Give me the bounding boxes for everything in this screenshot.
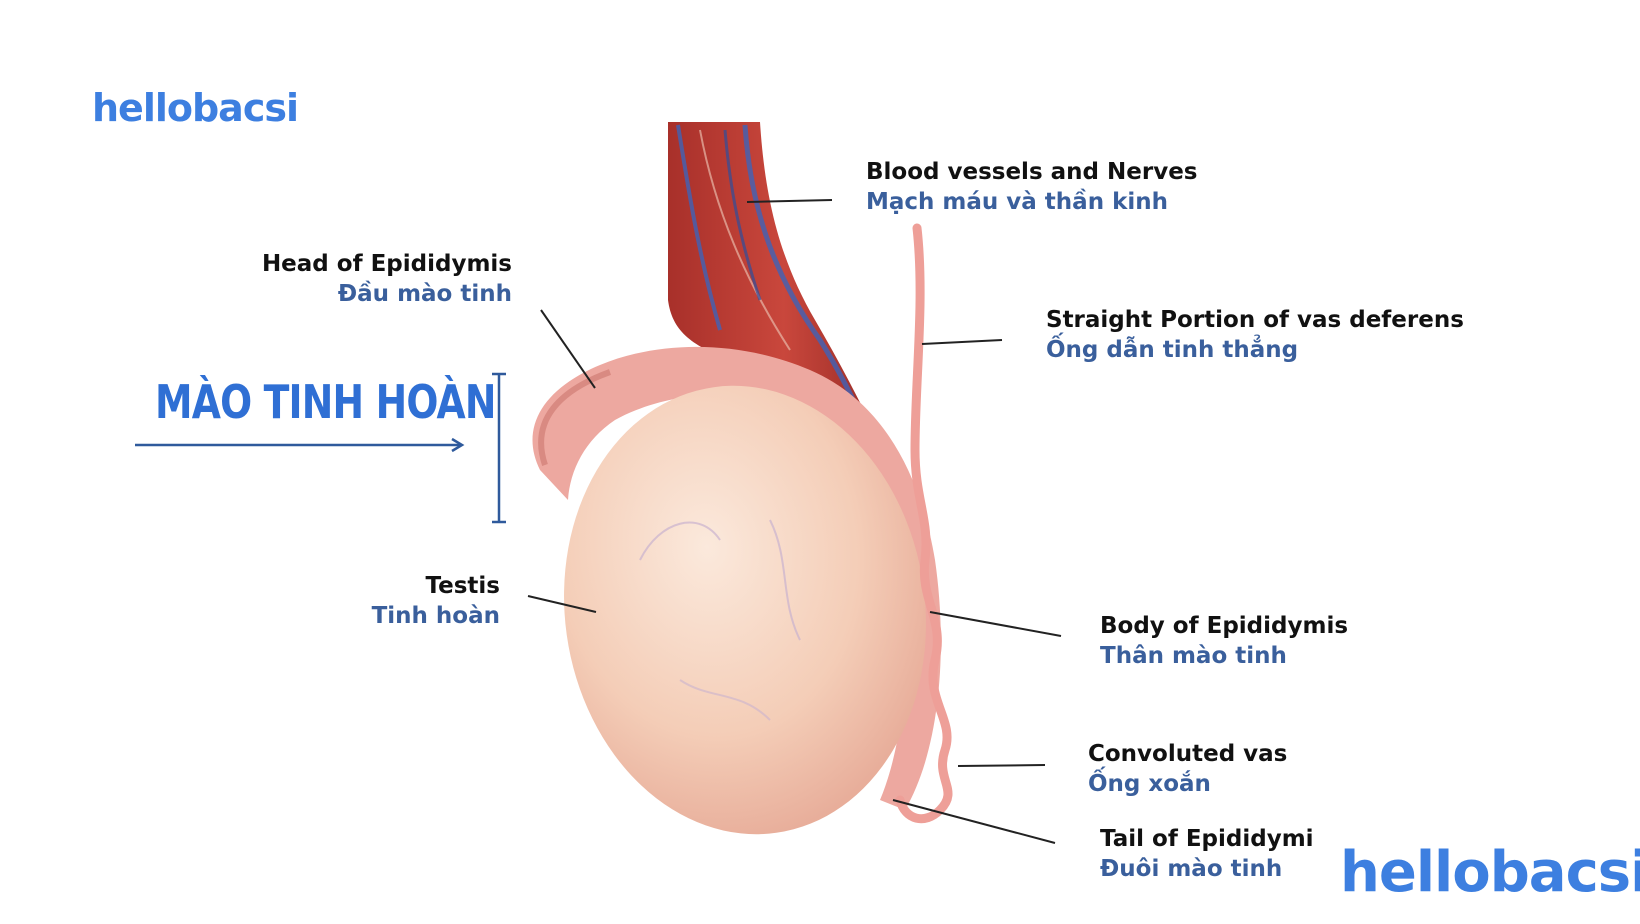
page-title: MÀO TINH HOÀN: [155, 375, 497, 429]
label-en: Convoluted vas: [1088, 741, 1288, 767]
label-blood-vessels: Blood vessels and Nerves Mạch máu và thầ…: [866, 158, 1197, 218]
label-body-epididymis: Body of Epididymis Thân mào tinh: [1100, 612, 1348, 672]
label-en: Head of Epididymis: [261, 251, 512, 277]
label-straight-vas: Straight Portion of vas deferens Ống dẫn…: [1046, 306, 1464, 366]
label-vi: Đầu mào tinh: [337, 280, 512, 307]
label-en: Testis: [425, 573, 501, 599]
label-en: Straight Portion of vas deferens: [1046, 307, 1464, 333]
label-vi: Tinh hoàn: [371, 602, 500, 629]
label-testis: Testis Tinh hoàn: [372, 572, 500, 632]
vas-deferens: [895, 223, 953, 824]
label-vi: Ống xoắn: [1088, 770, 1211, 797]
label-en: Tail of Epididymi: [1100, 826, 1314, 852]
label-en: Blood vessels and Nerves: [866, 159, 1198, 185]
hellobacsi-logo-bottom: hellobacsi: [1340, 840, 1640, 905]
label-vi: Ống dẫn tinh thẳng: [1046, 336, 1299, 363]
label-convoluted-vas: Convoluted vas Ống xoắn: [1088, 740, 1287, 800]
label-vi: Thân mào tinh: [1100, 642, 1287, 669]
label-tail-epididymis: Tail of Epididymi Đuôi mào tinh: [1100, 825, 1314, 885]
label-head-epididymis: Head of Epididymis Đầu mào tinh: [262, 250, 512, 310]
label-vi: Mạch máu và thần kinh: [866, 188, 1169, 215]
label-en: Body of Epididymis: [1100, 613, 1349, 639]
testis-shape: [564, 385, 926, 835]
label-vi: Đuôi mào tinh: [1100, 855, 1283, 882]
hellobacsi-logo-top: hellobacsi: [92, 86, 299, 130]
